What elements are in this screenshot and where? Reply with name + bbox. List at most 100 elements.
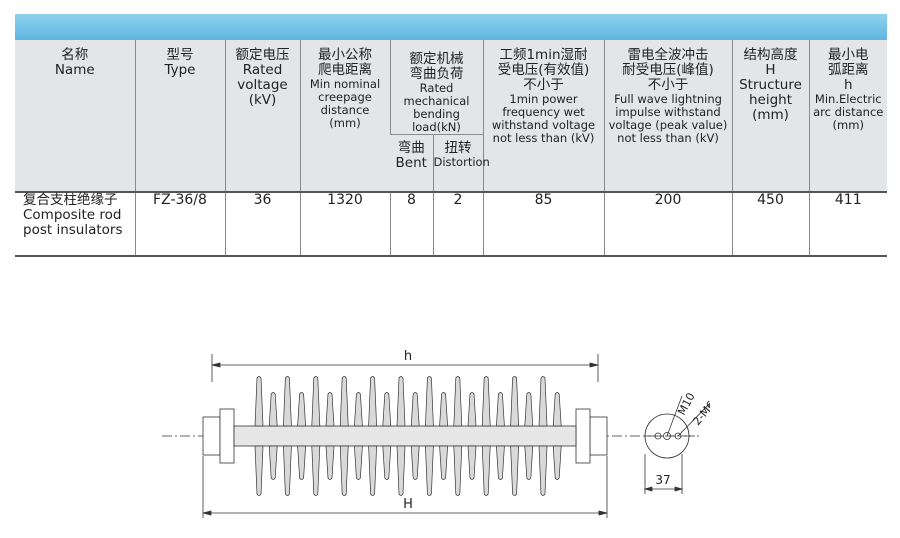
shed-small (552, 392, 562, 480)
header-voltage-zh: 额定电压 (235, 47, 290, 63)
flange-right (575, 408, 591, 464)
shed-large (283, 376, 292, 496)
header-creepage: 最小公称 爬电距离 Min nominal creepage distance … (299, 40, 390, 192)
header-distortion: 扭转 Distortion (432, 133, 490, 192)
shed-large (538, 376, 548, 496)
shed-large (396, 376, 406, 496)
header-arc-zh2: 弧距离 (828, 62, 869, 79)
shed-small (439, 392, 448, 480)
header-creepage-zh1: 最小公称 (318, 47, 372, 63)
header-lightning-zh2: 耐受电压(峰值) (622, 62, 714, 79)
shed-large (339, 376, 349, 496)
header-height: 结构高度 H Structure height (mm) (731, 40, 809, 192)
header-arc: 最小电 弧距离 h Min.Electric arc distance (mm) (808, 40, 887, 192)
header-lightning: 雷电全波冲击 耐受电压(峰值) 不小于 Full wave lightning … (603, 40, 732, 192)
shed-small (268, 392, 278, 480)
header-height-zh: 结构高度 (743, 47, 798, 63)
header-powerfreq-en4: not less than (kV) (492, 130, 595, 145)
header-arc-en3: (mm) (832, 118, 864, 133)
cell-distortion: 2 (432, 190, 483, 257)
header-bent-en: Bent (395, 154, 427, 171)
insulator-drawing: h H 37 M10 2-M6 (162, 349, 710, 518)
header-height-en2: height (748, 92, 793, 109)
subheader-row: 弯曲 Bent 扭转 Distortion (15, 133, 887, 192)
shed-small (354, 392, 363, 480)
h-arrow-left (211, 362, 221, 368)
header-voltage-en1: Rated (242, 62, 283, 79)
shed-small (382, 392, 392, 480)
H-arrow-left (202, 510, 212, 516)
header-name-zh: 名称 (61, 47, 89, 63)
sheds-group (254, 376, 562, 496)
cell-voltage: 36 (224, 190, 300, 257)
header-voltage-en2: voltage (237, 77, 288, 94)
flange-left (219, 408, 235, 464)
header-type: 型号 Type (134, 40, 225, 192)
label-h: h (404, 349, 412, 364)
shed-small (524, 392, 534, 480)
shed-small (325, 392, 335, 480)
cell-powerfreq: 85 (482, 190, 604, 257)
header-creepage-en2: creepage (318, 90, 372, 105)
shed-large (425, 376, 434, 496)
cell-height: 450 (731, 190, 809, 257)
header-bending: 额定机械 弯曲负荷 Rated mechanical bending load(… (389, 40, 483, 135)
spec-table: 名称 Name 型号 Type 额定电压 Rated voltage (kV) … (15, 40, 887, 257)
header-name-en: Name (54, 62, 95, 79)
header-powerfreq-zh1: 工频1min湿耐 (499, 47, 588, 63)
shed-large (311, 376, 321, 496)
shed-large (368, 376, 377, 496)
header-distortion-zh: 扭转 (444, 139, 472, 156)
shed-small (410, 392, 420, 480)
end-fitting-left (202, 416, 221, 456)
label-H: H (403, 497, 413, 512)
cell-creepage: 1320 (299, 190, 390, 257)
cell-bent: 8 (389, 190, 433, 257)
header-lightning-en4: not less than (kV) (617, 130, 719, 145)
cell-arc: 411 (808, 190, 887, 257)
shed-large (510, 376, 519, 496)
table-row: 复合支柱绝缘子 Composite rod post insulators FZ… (15, 190, 887, 257)
shed-large (481, 376, 491, 496)
header-arc-en2: arc distance (813, 105, 884, 120)
dim37-arrow-left (643, 486, 653, 492)
cell-name-en1: Composite rod (23, 206, 122, 223)
cell-name: 复合支柱绝缘子 Composite rod post insulators (15, 190, 135, 257)
header-creepage-zh2: 爬电距离 (318, 62, 372, 79)
shed-small (496, 392, 505, 480)
header-arc-sym: h (843, 77, 853, 94)
end-view (643, 395, 710, 494)
header-distortion-en: Distortion (433, 154, 490, 169)
header-powerfreq-zh2: 受电压(有效值) (497, 62, 590, 79)
header-arc-en1: Min.Electric (814, 92, 882, 107)
header-powerfreq-en1: 1min power (509, 92, 578, 107)
header-creepage-en1: Min nominal (309, 77, 381, 92)
header-lightning-zh1: 雷电全波冲击 (627, 47, 709, 63)
shed-large (254, 376, 264, 496)
cell-name-en2: post insulators (23, 221, 123, 238)
header-height-en3: (mm) (752, 107, 789, 124)
shed-small (467, 392, 477, 480)
core-rod (233, 425, 577, 447)
m10-leader (666, 395, 683, 437)
dim37-arrow-right (674, 486, 684, 492)
header-bar (15, 14, 887, 40)
header-arc-zh1: 最小电 (828, 47, 869, 63)
header-height-sym: H (765, 62, 776, 79)
cell-lightning: 200 (603, 190, 732, 257)
header-powerfreq: 工频1min湿耐 受电压(有效值) 不小于 1min power frequen… (482, 40, 604, 192)
header-creepage-en4: (mm) (329, 115, 361, 130)
header-bending-en3: bending load(kN) (412, 106, 461, 134)
header-bending-en1: Rated (419, 81, 454, 96)
shed-small (297, 392, 306, 480)
header-bending-en2: mechanical (403, 94, 470, 109)
H-arrow-right (598, 510, 608, 516)
m6-leader (677, 402, 710, 437)
header-bent-zh: 弯曲 (397, 139, 425, 156)
cell-type: FZ-36/8 (134, 190, 225, 257)
header-powerfreq-en3: withstand voltage (491, 118, 596, 133)
end-fitting-right (589, 416, 608, 456)
header-bending-zh2: 弯曲负荷 (409, 66, 464, 83)
h-arrow-right (589, 362, 599, 368)
header-powerfreq-en2: frequency wet (502, 105, 585, 120)
